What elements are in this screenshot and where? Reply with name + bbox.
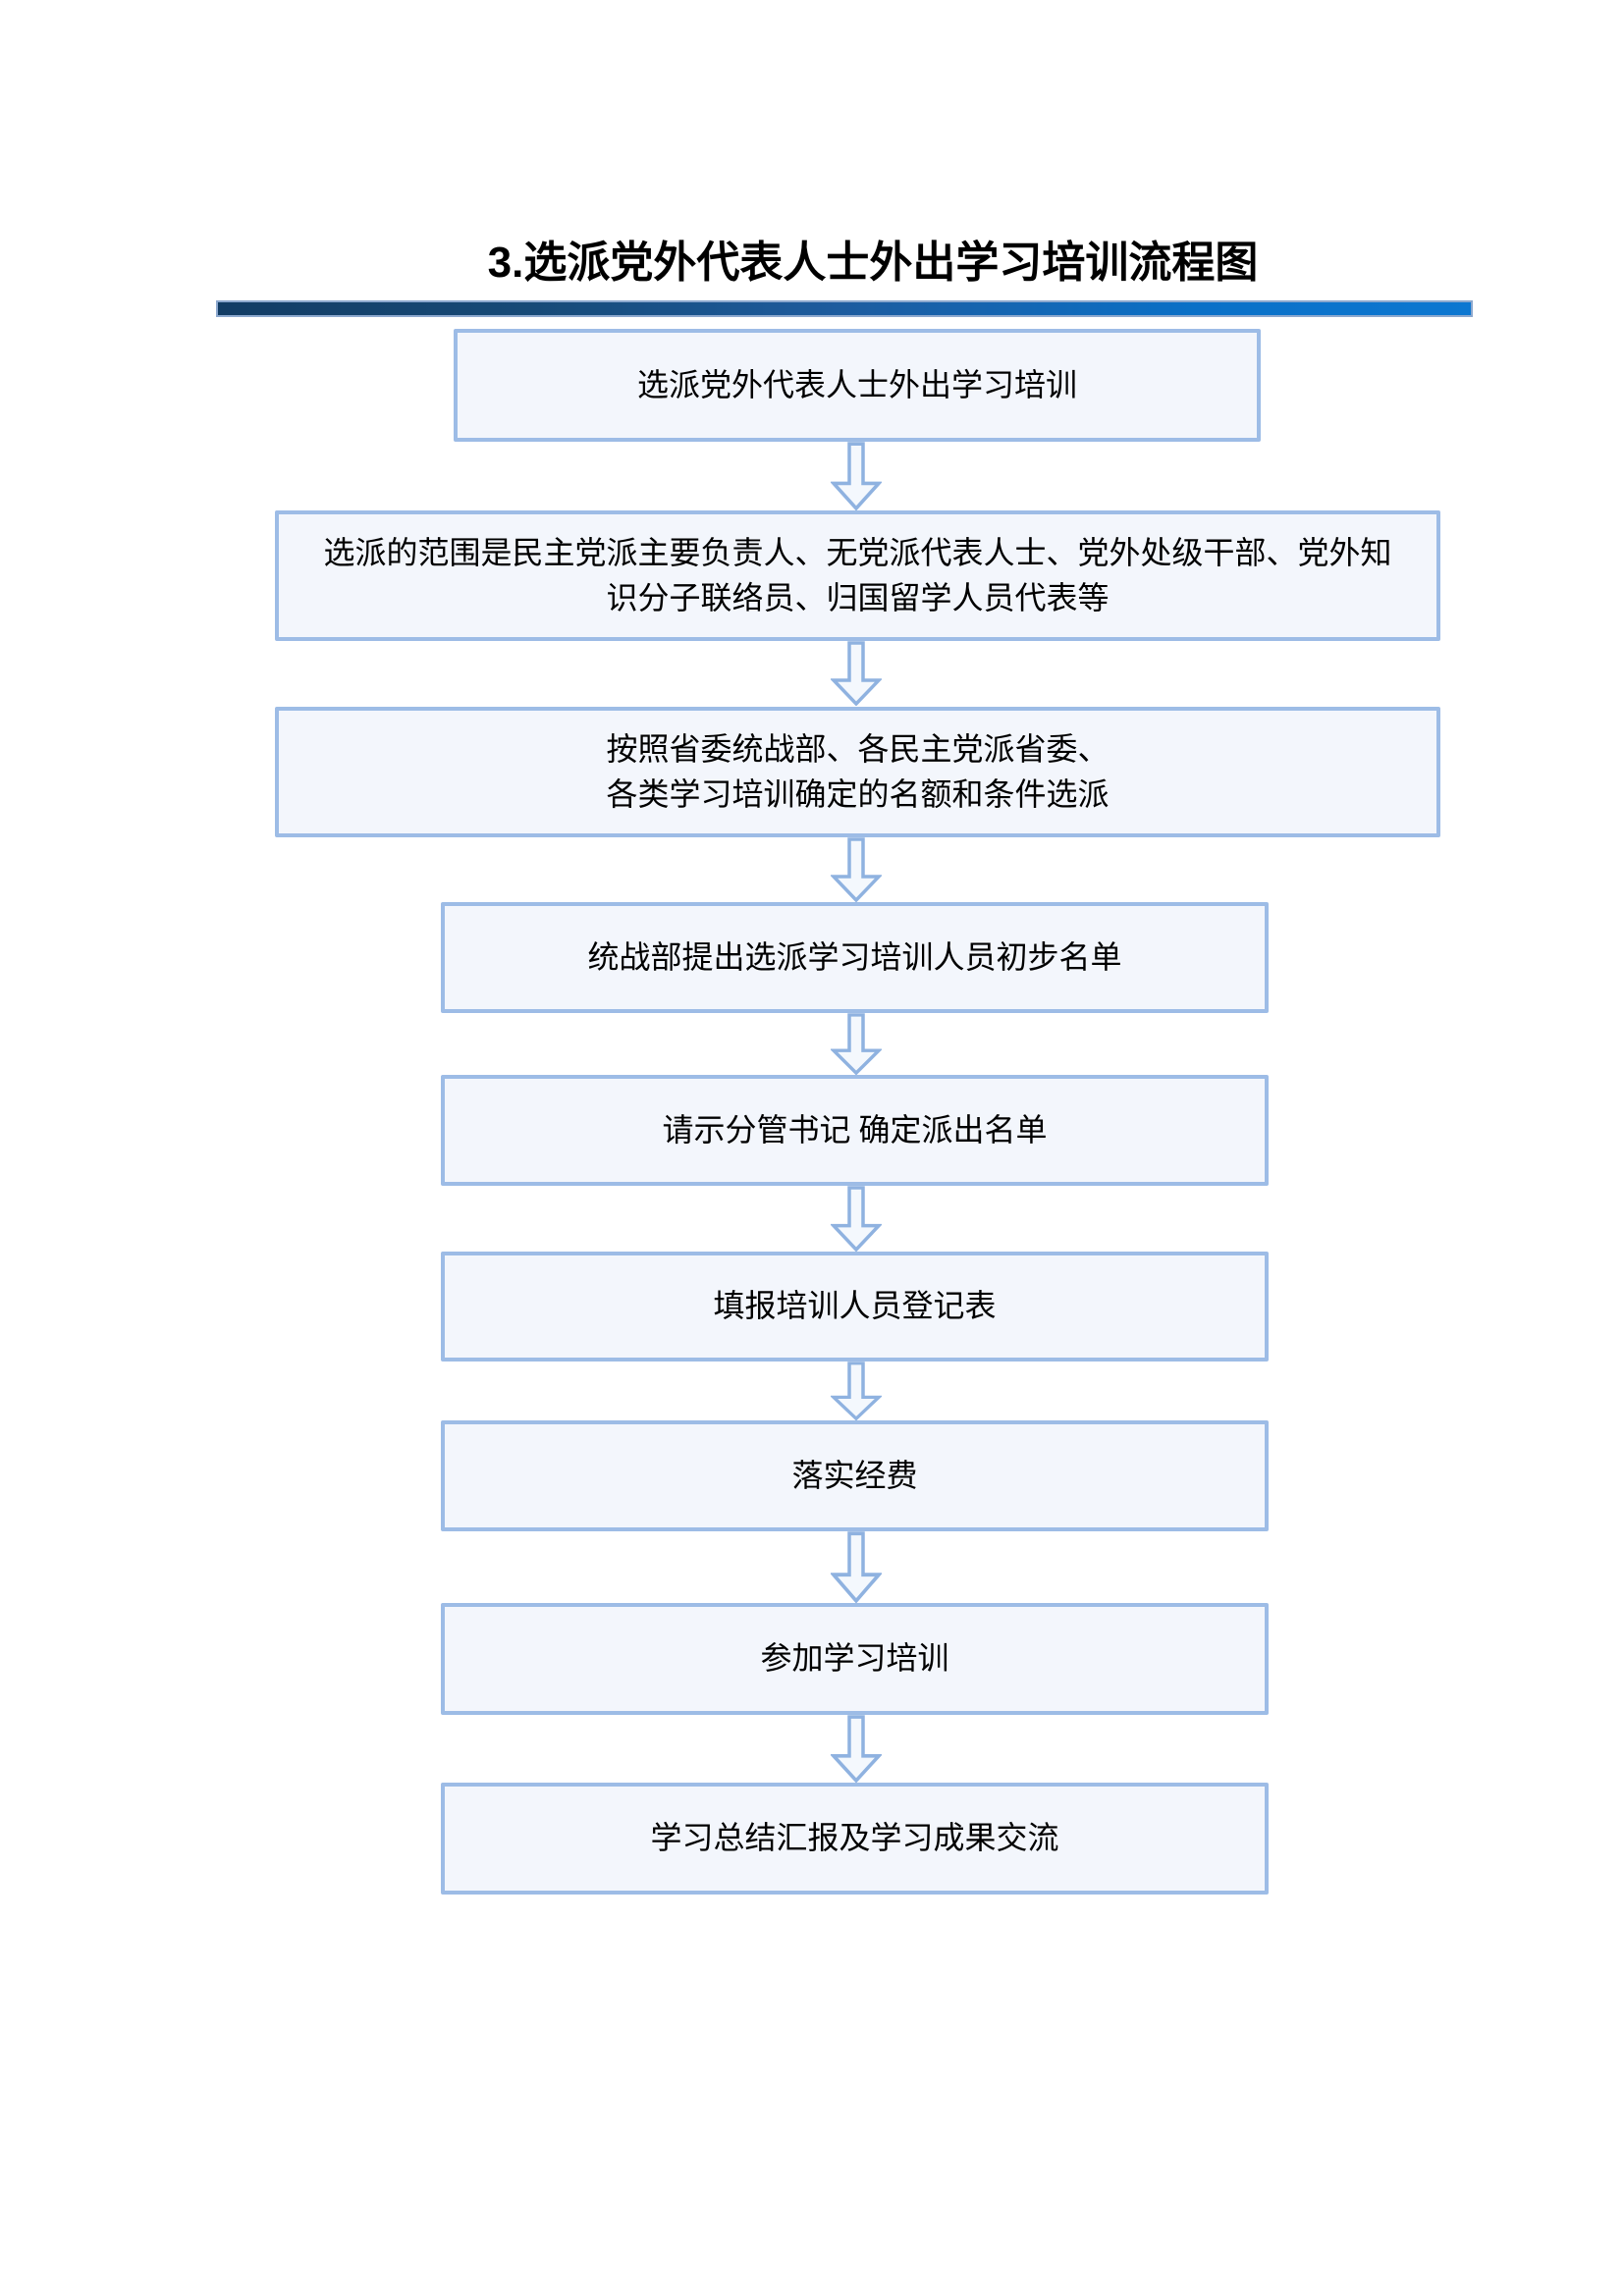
title-divider-bar — [216, 300, 1473, 317]
flow-step-9-label: 学习总结汇报及学习成果交流 — [650, 1820, 1059, 1856]
down-arrow-icon — [831, 837, 882, 902]
down-arrow-icon — [831, 442, 882, 510]
flow-step-4-label: 统战部提出选派学习培训人员初步名单 — [587, 938, 1122, 975]
flow-step-6: 填报培训人员登记表 — [441, 1252, 1269, 1362]
page-title: 3.选派党外代表人士外出学习培训流程图 — [487, 239, 1259, 287]
flow-step-6-label: 填报培训人员登记表 — [713, 1288, 997, 1324]
down-arrow-icon — [831, 1013, 882, 1075]
flow-step-2: 选派的范围是民主党派主要负责人、无党派代表人士、党外处级干部、党外知 识分子联络… — [275, 510, 1440, 641]
down-arrow-icon — [831, 1715, 882, 1783]
flow-step-7-label: 落实经费 — [791, 1457, 918, 1493]
down-arrow-icon — [831, 641, 882, 706]
flow-step-5-label: 请示分管书记 确定派出名单 — [662, 1111, 1048, 1148]
flow-step-5: 请示分管书记 确定派出名单 — [441, 1075, 1269, 1186]
flow-step-4: 统战部提出选派学习培训人员初步名单 — [441, 902, 1269, 1013]
down-arrow-icon — [831, 1531, 882, 1603]
flow-step-3-label: 按照省委统战部、各民主党派省委、 各类学习培训确定的名额和条件选派 — [606, 731, 1110, 812]
down-arrow-icon — [831, 1186, 882, 1252]
flow-step-8: 参加学习培训 — [441, 1603, 1269, 1715]
flow-step-8-label: 参加学习培训 — [760, 1640, 949, 1677]
flow-step-1: 选派党外代表人士外出学习培训 — [454, 329, 1261, 442]
flow-step-2-label: 选派的范围是民主党派主要负责人、无党派代表人士、党外处级干部、党外知 识分子联络… — [323, 535, 1392, 615]
flow-step-1-label: 选派党外代表人士外出学习培训 — [636, 366, 1077, 402]
down-arrow-icon — [831, 1362, 882, 1420]
flow-step-3: 按照省委统战部、各民主党派省委、 各类学习培训确定的名额和条件选派 — [275, 707, 1440, 837]
flow-step-9: 学习总结汇报及学习成果交流 — [441, 1783, 1269, 1895]
flow-step-7: 落实经费 — [441, 1420, 1269, 1531]
